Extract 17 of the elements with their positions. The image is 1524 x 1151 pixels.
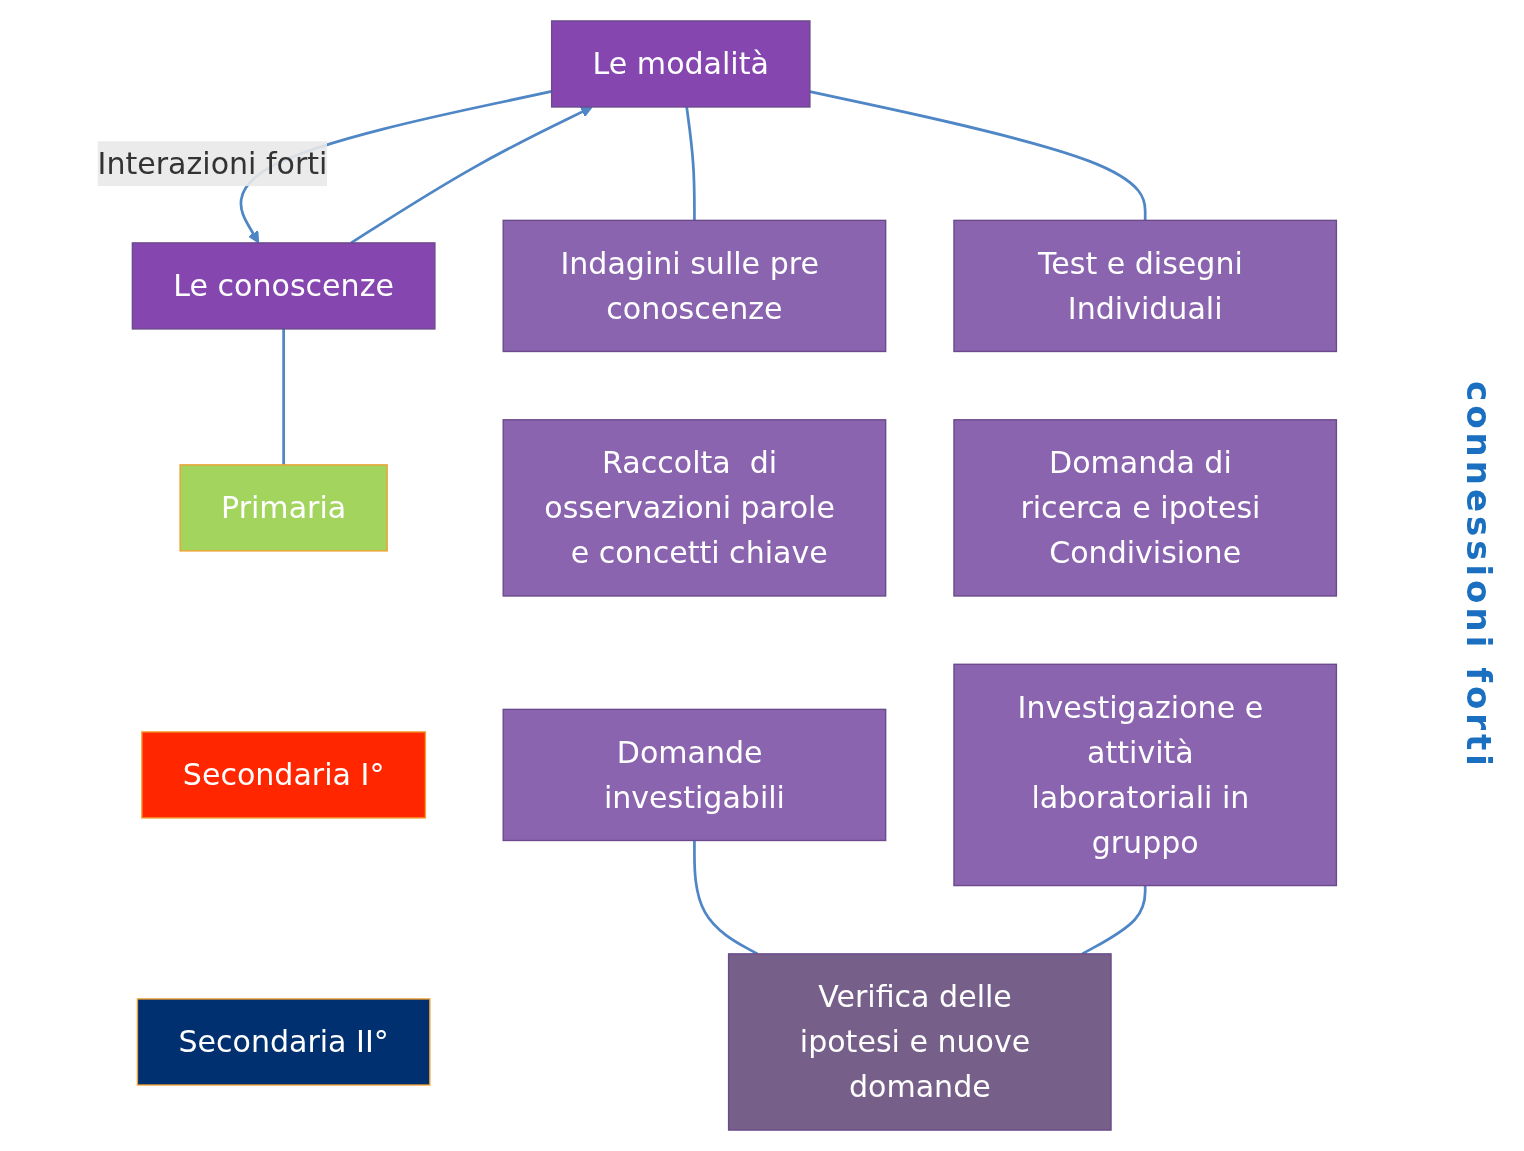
node-box: Indagini sulle pre conoscenze <box>502 219 887 353</box>
node-box: Test e disegni Individuali <box>953 219 1338 353</box>
node-box: Verifica delle ipotesi e nuove domande <box>727 953 1112 1131</box>
node-box: Domanda di ricerca e ipotesi Condivisione <box>953 419 1338 597</box>
node-box: Primaria <box>179 464 388 552</box>
node-box: Le modalità <box>550 20 811 108</box>
connector <box>282 328 285 465</box>
node-box: Investigazione e attività laboratoriali in gruppo <box>953 663 1338 887</box>
node-box: Le conoscenze <box>131 242 436 330</box>
node-box: Raccolta di osservazioni parole e concetti chiave <box>502 419 887 597</box>
vertical-note: connessioni forti <box>1459 381 1499 770</box>
node-box: Secondaria II° <box>136 998 431 1086</box>
node-box: Domande investigabili <box>502 708 887 842</box>
edge-label: Interazioni forti <box>97 146 328 181</box>
connector <box>809 90 1147 221</box>
node-box: Secondaria I° <box>141 731 427 819</box>
connector <box>685 106 696 221</box>
